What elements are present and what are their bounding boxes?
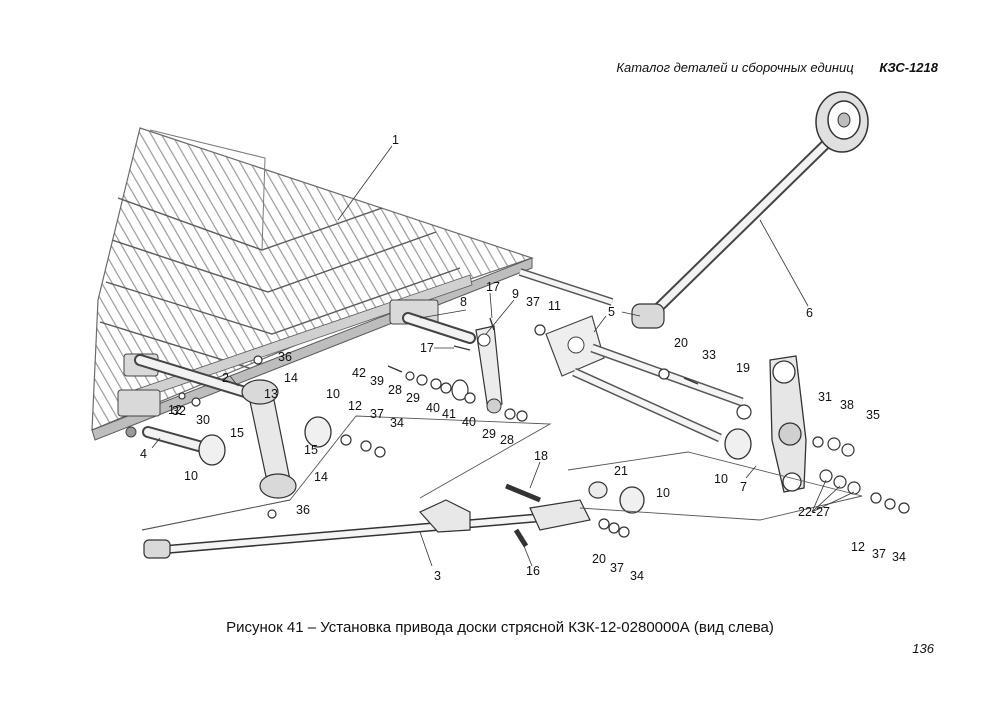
callout-4: 4 [140, 447, 147, 461]
callout-14b: 14 [314, 470, 328, 484]
callout-8: 8 [460, 295, 467, 309]
callout-20b: 20 [592, 552, 606, 566]
callout-29b: 29 [482, 427, 496, 441]
callout-6: 6 [806, 306, 813, 320]
callout-33: 33 [702, 348, 716, 362]
callout-14a: 14 [284, 371, 298, 385]
catalog-title: Каталог деталей и сборочных единиц [616, 60, 854, 75]
callout-36b: 36 [296, 503, 310, 517]
shafts-2-4 [134, 354, 251, 454]
callout-2: 2 [222, 371, 229, 385]
callout-19: 19 [736, 361, 750, 375]
figure-caption: Рисунок 41 – Установка привода доски стр… [226, 619, 774, 636]
bushing-21 [588, 481, 608, 499]
callout-15a: 15 [230, 426, 244, 440]
callout-42: 42 [352, 366, 366, 380]
callout-34b: 34 [630, 569, 644, 583]
pull-rod-3 [143, 499, 591, 559]
bracket-plate-5 [518, 268, 744, 443]
crank-arm-7 [769, 355, 807, 493]
callout-37d: 37 [872, 547, 886, 561]
lever-9 [475, 325, 503, 414]
callout-10d: 10 [714, 472, 728, 486]
callout-labels: 1 2 3 4 5 6 7 8 9 10 10 10 10 11 12 12 1… [140, 133, 906, 583]
callout-1: 1 [392, 133, 399, 147]
page-number: 136 [912, 641, 934, 656]
callout-29a: 29 [406, 391, 420, 405]
page-header: Каталог деталей и сборочных единиц КЗС-1… [616, 60, 938, 75]
callout-41: 41 [442, 407, 456, 421]
callout-28a: 28 [388, 383, 402, 397]
callout-12a: 12 [348, 399, 362, 413]
callout-9: 9 [512, 287, 519, 301]
callout-34c: 34 [892, 550, 906, 564]
callout-11: 11 [548, 299, 561, 313]
callout-10b: 10 [184, 469, 198, 483]
callout-21: 21 [614, 464, 628, 478]
callout-32: 32 [172, 404, 186, 418]
callout-3: 3 [434, 569, 441, 583]
callout-35: 35 [866, 408, 880, 422]
fasteners [178, 324, 910, 538]
connecting-rod-6 [631, 91, 869, 329]
callout-31: 31 [818, 390, 832, 404]
callout-30: 30 [196, 413, 210, 427]
callout-12c: 12 [168, 403, 182, 417]
callout-22-27: 22-27 [798, 505, 830, 519]
callout-16: 16 [526, 564, 540, 578]
callout-13: 13 [264, 387, 278, 401]
callout-36a: 36 [278, 350, 292, 364]
callout-28b: 28 [500, 433, 514, 447]
grouping-frames [141, 415, 863, 531]
callout-37b: 37 [370, 407, 384, 421]
callout-37a: 37 [526, 295, 540, 309]
callout-5: 5 [608, 305, 615, 319]
shaft-8 [402, 312, 476, 344]
callout-37c: 37 [610, 561, 624, 575]
callout-17a: 17 [486, 280, 500, 294]
callout-38: 38 [840, 398, 854, 412]
hanger-13 [241, 379, 297, 499]
callout-10c: 10 [656, 486, 670, 500]
callout-34a: 34 [390, 416, 404, 430]
callout-7: 7 [740, 480, 747, 494]
callout-40a: 40 [426, 401, 440, 415]
callout-15b: 15 [304, 443, 318, 457]
callout-18: 18 [534, 449, 548, 463]
callout-20a: 20 [674, 336, 688, 350]
callout-10a: 10 [326, 387, 340, 401]
bushings-10 [198, 416, 752, 514]
model-code: КЗС-1218 [879, 60, 938, 75]
callout-12b: 12 [851, 540, 865, 554]
bolts [387, 317, 699, 548]
leader-lines [151, 145, 855, 567]
callout-40b: 40 [462, 415, 476, 429]
callout-39: 39 [370, 374, 384, 388]
callout-17b: 17 [420, 341, 434, 355]
